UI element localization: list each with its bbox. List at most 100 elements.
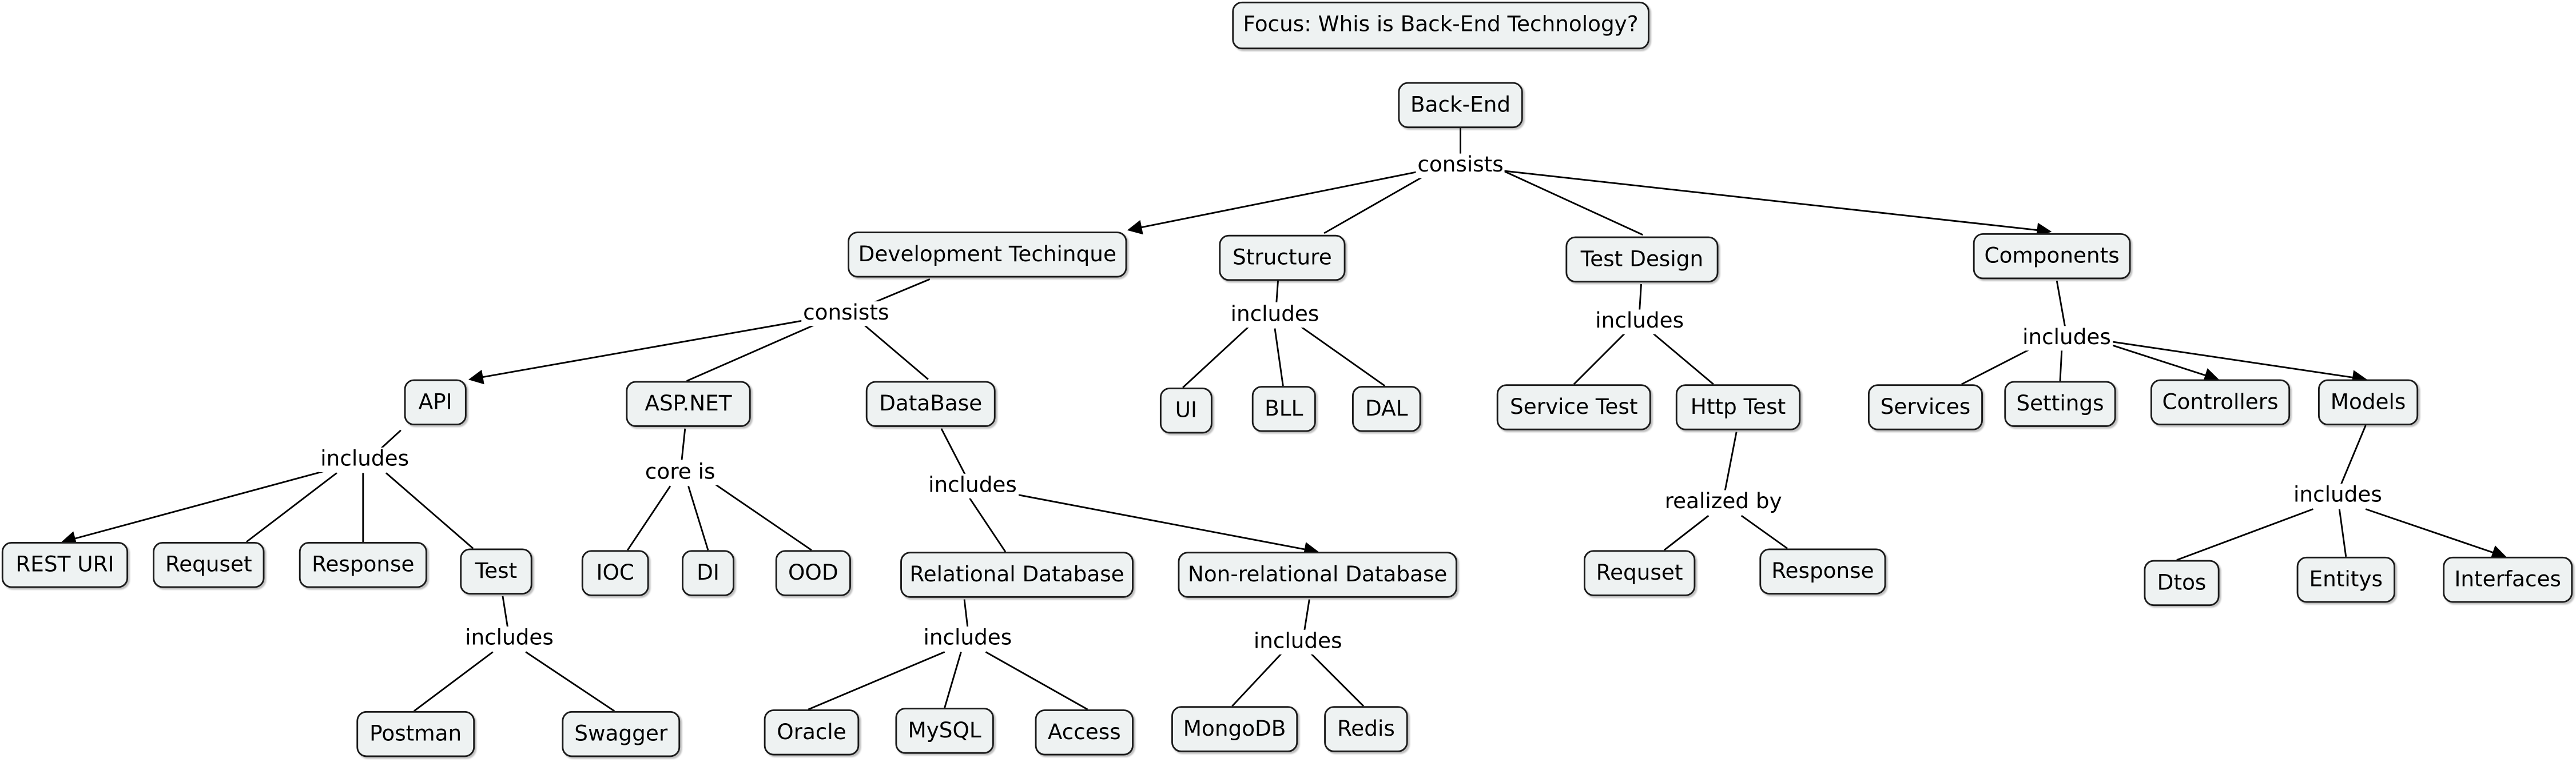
link-label-nonrelational-includes: includes <box>1251 629 1344 655</box>
link-label-test-includes: includes <box>463 626 555 652</box>
connector-line <box>1301 326 1386 387</box>
connector-line <box>2056 280 2066 327</box>
concept-components: Components <box>1973 233 2131 280</box>
connector-line <box>1650 331 1714 385</box>
connector-line <box>1323 173 1428 234</box>
connector-line <box>944 652 962 708</box>
concept-oracle: Oracle <box>764 709 860 756</box>
connector-line <box>687 485 709 550</box>
concept-api-request: Requset <box>153 542 265 588</box>
concept-controllers: Controllers <box>2150 379 2291 426</box>
link-label-components-includes: includes <box>2021 326 2113 351</box>
connector-line <box>2110 344 2220 382</box>
concept-development-technique: Development Techinque <box>848 232 1127 278</box>
concept-entitys: Entitys <box>2296 556 2395 603</box>
concept-mongodb: MongoDB <box>1171 706 1298 752</box>
concept-ood: OOD <box>775 550 851 596</box>
concept-interfaces: Interfaces <box>2443 556 2573 603</box>
concept-test: Test <box>460 548 532 595</box>
concept-ioc: IOC <box>581 550 649 596</box>
link-label-backend-consists: consists <box>1416 153 1505 178</box>
concept-di: DI <box>682 550 734 596</box>
concept-settings: Settings <box>2004 381 2116 427</box>
connector-line <box>1182 326 1249 389</box>
concept-api: API <box>404 379 467 426</box>
connector-line <box>940 428 967 477</box>
connector-line <box>870 278 931 305</box>
connector-line <box>525 651 615 712</box>
concept-http-test: Http Test <box>1675 384 1801 430</box>
concept-structure: Structure <box>1219 234 1346 281</box>
concept-backend: Back-End <box>1398 82 1523 129</box>
concept-ui: UI <box>1159 387 1213 434</box>
connector-line <box>468 319 805 385</box>
connector-line <box>1274 328 1284 386</box>
connector-line <box>1015 493 1319 557</box>
connector-line <box>712 482 812 551</box>
concept-nonrelational-database: Non-relational Database <box>1178 552 1457 598</box>
concept-dal: DAL <box>1351 386 1421 432</box>
connector-line <box>1310 653 1365 707</box>
link-label-models-includes: includes <box>2292 484 2384 509</box>
concept-http-response: Response <box>1759 548 1886 595</box>
concept-database: DataBase <box>865 381 996 427</box>
concept-bll: BLL <box>1251 386 1316 432</box>
concept-dtos: Dtos <box>2144 560 2220 607</box>
link-label-relational-includes: includes <box>921 626 1014 652</box>
connector-line <box>1573 331 1627 385</box>
connector-line <box>1303 599 1310 631</box>
concept-models: Models <box>2317 379 2419 426</box>
concept-api-response: Response <box>299 542 427 588</box>
concept-services: Services <box>1867 384 1983 430</box>
link-label-api-includes: includes <box>319 447 411 472</box>
connector-line <box>1275 279 1279 302</box>
connector-line <box>380 429 401 449</box>
concept-swagger: Swagger <box>562 711 681 757</box>
connector-line <box>1502 170 1643 236</box>
link-label-aspnet-core-is: core is <box>643 460 717 485</box>
concept-rest-uri: REST URI <box>1 542 129 588</box>
concept-test-design: Test Design <box>1565 236 1719 283</box>
connector-line <box>968 497 1007 553</box>
focus-question: Focus: Whis is Back-End Technology? <box>1232 1 1649 50</box>
concept-redis: Redis <box>1324 706 1408 752</box>
connector-line <box>686 321 822 382</box>
connector-line <box>502 596 508 628</box>
connector-line <box>808 651 945 711</box>
connector-line <box>627 485 671 551</box>
connector-line <box>963 599 969 628</box>
connector-line <box>1663 514 1710 551</box>
concept-mysql: MySQL <box>895 708 994 754</box>
link-label-dev-consists: consists <box>801 301 891 326</box>
connector-line <box>681 428 686 460</box>
connector-line <box>1127 170 1423 235</box>
link-label-httptest-realized-by: realized by <box>1663 490 1784 515</box>
connector-line <box>2338 509 2347 557</box>
connector-line <box>862 322 929 380</box>
link-label-testdesign-includes: includes <box>1593 309 1685 334</box>
connector-line <box>2110 341 2367 385</box>
connector-line <box>1961 349 2030 385</box>
link-label-structure-includes: includes <box>1229 303 1321 328</box>
connector-line <box>1503 170 2052 238</box>
connector-line <box>2340 425 2367 485</box>
connector-line <box>385 472 474 549</box>
connector-line <box>1231 653 1282 707</box>
connector-line <box>1639 284 1642 311</box>
concept-access: Access <box>1035 709 1134 756</box>
concept-http-request: Requset <box>1583 550 1696 596</box>
connector-line <box>2365 508 2507 560</box>
connector-line <box>985 651 1088 711</box>
connector-line <box>245 472 337 543</box>
concept-service-test: Service Test <box>1496 384 1651 430</box>
concept-aspnet: ASP.NET <box>626 381 751 427</box>
connector-line <box>2059 349 2063 381</box>
link-label-database-includes: includes <box>927 473 1019 498</box>
connector-line <box>2176 508 2313 561</box>
connector-line <box>413 651 494 712</box>
concept-postman: Postman <box>356 711 475 757</box>
connector-line <box>1724 432 1738 492</box>
concept-relational-database: Relational Database <box>900 552 1134 598</box>
